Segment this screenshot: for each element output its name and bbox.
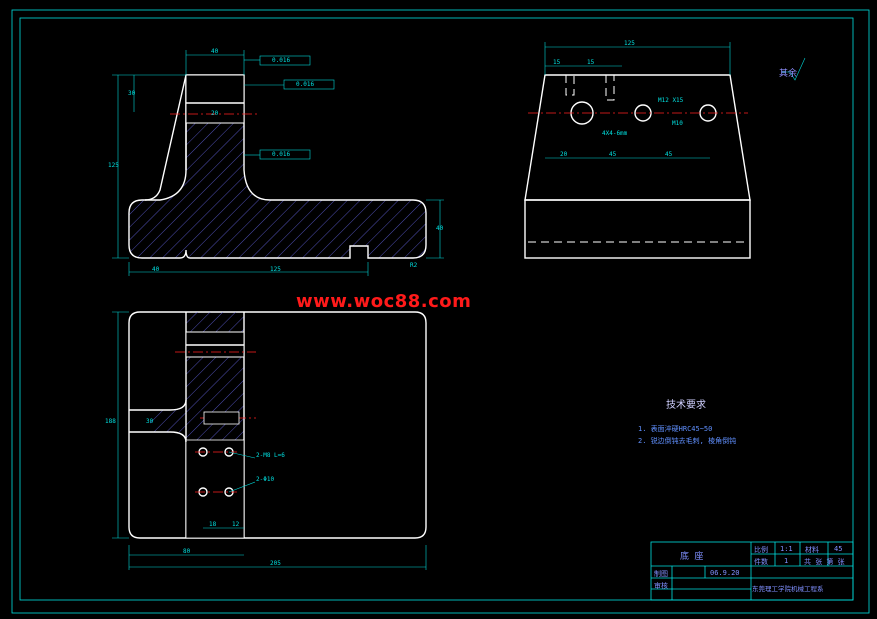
- part-name: 底 座: [680, 552, 704, 562]
- title-block: [650, 541, 854, 601]
- design-date: 06.9.20: [710, 569, 740, 577]
- qty-label: 件数: [754, 558, 768, 566]
- dim-top-total: 205: [270, 560, 281, 567]
- dim-side-width: 125: [624, 40, 635, 47]
- sheet-label: 共 张 第 张: [804, 558, 845, 566]
- dim-side-e: 45: [665, 151, 673, 158]
- surface-finish-label: 其余: [779, 69, 798, 79]
- dim-side-a: 15: [553, 59, 561, 66]
- dim-side-hole: 4X4-6mm: [602, 130, 628, 137]
- side-view: [524, 42, 806, 259]
- qty-value: 1: [784, 557, 789, 565]
- gdt-tol-2: 0.016: [296, 81, 315, 88]
- top-view: [112, 311, 427, 570]
- dim-top-h2: 2-Φ10: [256, 476, 275, 483]
- dim-side-b: 15: [587, 59, 595, 66]
- dim-top-c: 18: [209, 521, 217, 528]
- dim-top-b: 80: [183, 548, 191, 555]
- outer-frame: [11, 9, 870, 614]
- school-name: 东莞理工学院机械工程系: [752, 585, 824, 593]
- material-value: 45: [834, 545, 843, 553]
- dim-side-c: 20: [560, 151, 568, 158]
- scale-value: 1:1: [780, 545, 793, 553]
- tech-req-title: 技术要求: [666, 400, 706, 411]
- dim-top-d: 12: [232, 521, 240, 528]
- dim-front-radius: R2: [410, 262, 418, 269]
- gdt-tol-3: 0.016: [272, 151, 291, 158]
- dim-side-depth: M10: [672, 120, 683, 127]
- scale-label: 比例: [754, 546, 768, 554]
- tech-req-item-1: 1. 表面淬硬HRC45~50: [638, 425, 713, 433]
- dim-front-left: 40: [152, 266, 160, 273]
- dim-front-height: 125: [108, 162, 119, 169]
- gdt-tol-1: 0.016: [272, 57, 291, 64]
- dim-front-d2: 30: [128, 90, 136, 97]
- tech-req-item-2: 2. 锐边倒钝去毛刺, 棱角倒钝: [638, 437, 737, 445]
- designer-label: 制图: [654, 570, 668, 578]
- dim-side-d: 45: [609, 151, 617, 158]
- front-view: [112, 50, 444, 276]
- inner-frame: [19, 17, 854, 601]
- dim-front-d1: 20: [211, 110, 219, 117]
- dim-top-height: 188: [105, 418, 116, 425]
- dim-front-top-width: 40: [211, 48, 219, 55]
- dim-top-h1: 2-M8 L=6: [256, 452, 285, 459]
- dim-top-a: 30: [146, 418, 154, 425]
- dim-front-right-h: 40: [436, 225, 444, 232]
- dim-side-thread: M12 X15: [658, 97, 684, 104]
- material-label: 材料: [805, 546, 819, 554]
- watermark[interactable]: www.woc88.com: [296, 291, 472, 312]
- reviewer-label: 审核: [654, 582, 668, 590]
- dim-front-bottom: 125: [270, 266, 281, 273]
